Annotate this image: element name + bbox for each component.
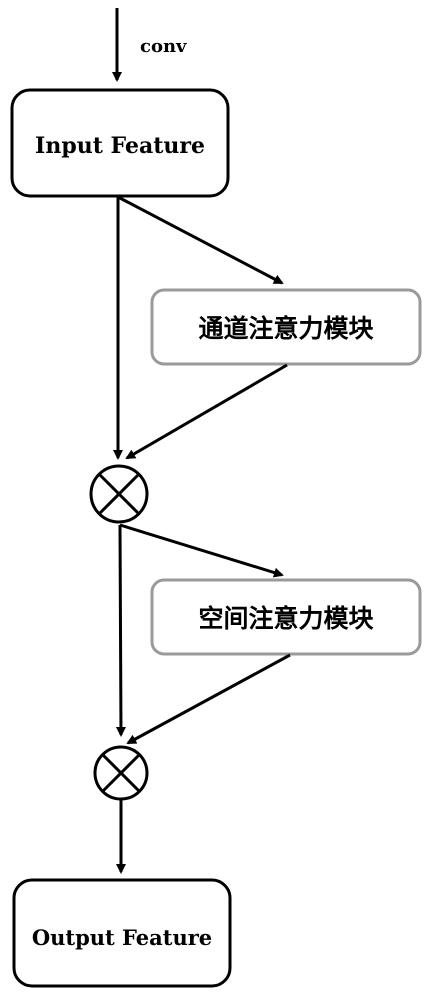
spatial-attention-label: 空间注意力模块 <box>198 604 373 633</box>
output-feature-box <box>12 878 232 988</box>
input-feature-box <box>10 88 230 198</box>
arrow-input-to-channel-attention <box>117 195 284 285</box>
arrow-multiply-1-to-spatial-attention <box>119 523 284 578</box>
conv-label: conv <box>140 36 187 57</box>
multiply-operator-2 <box>93 745 149 801</box>
arrow-channel-attention-to-multiply-1 <box>125 363 288 460</box>
arrow-spatial-attention-to-multiply-2 <box>126 653 291 745</box>
arrow-multiply-1-to-multiply-2 <box>115 524 126 737</box>
channel-attention-label: 通道注意力模块 <box>198 314 373 343</box>
spatial-attention-box <box>150 578 422 656</box>
input-feature-label: Input Feature <box>35 133 205 159</box>
multiply-operator-1 <box>89 464 149 524</box>
output-feature-label: Output Feature <box>32 925 212 950</box>
